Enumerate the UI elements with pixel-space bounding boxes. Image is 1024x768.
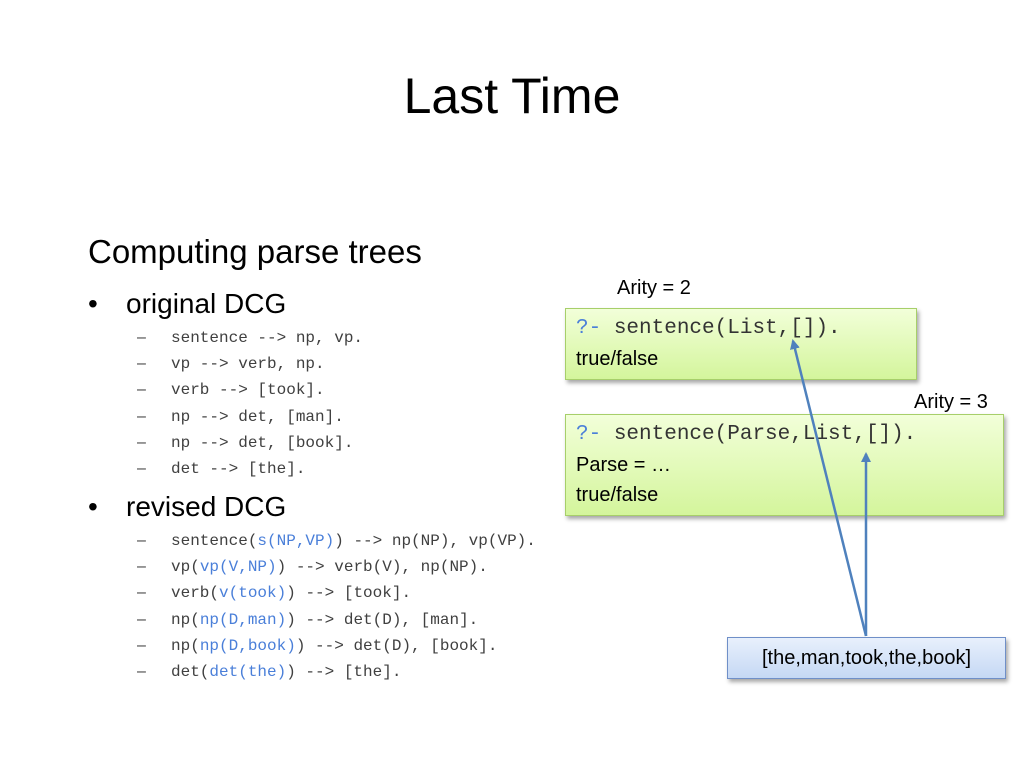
dcg-rule: – sentence --> np, vp. bbox=[137, 325, 363, 351]
result-line: true/false bbox=[576, 484, 659, 506]
parse-line: Parse = … bbox=[576, 454, 672, 476]
dash-glyph: – bbox=[137, 459, 146, 477]
section-heading: Computing parse trees bbox=[88, 233, 422, 270]
rule-text: verb( bbox=[171, 584, 220, 603]
bullet-glyph: • bbox=[88, 491, 98, 522]
original-dcg-rules: – sentence --> np, vp. – vp --> verb, np. – v… bbox=[137, 325, 363, 482]
rule-text: np --> det, [man]. bbox=[171, 407, 344, 426]
dcg-rule: – det(det(the)) --> [the]. bbox=[137, 659, 536, 685]
bullet-revised-dcg: • revised DCG bbox=[88, 491, 286, 523]
rule-text: ) --> det(D), [man]. bbox=[286, 610, 479, 629]
dcg-rule: – vp --> verb, np. bbox=[137, 351, 363, 377]
dcg-rule: – verb --> [took]. bbox=[137, 377, 363, 403]
rule-text: det( bbox=[171, 662, 210, 681]
dash-glyph: – bbox=[137, 355, 146, 373]
dash-glyph: – bbox=[137, 558, 146, 576]
rule-text: ) --> np(NP), vp(VP). bbox=[334, 532, 536, 550]
dcg-rule: – sentence(s(NP,VP)) --> np(NP), vp(VP). bbox=[137, 528, 536, 554]
dash-glyph: – bbox=[137, 532, 146, 549]
parse-tree-arg: vp(V,NP) bbox=[199, 558, 277, 577]
dcg-rule: – verb(v(took)) --> [took]. bbox=[137, 580, 536, 606]
word-list-box: [the,man,took,the,book] bbox=[727, 637, 1006, 679]
arity-3-query-box: ?- sentence(Parse,List,[]). Parse = … tr… bbox=[565, 414, 1004, 516]
rule-text: det --> [the]. bbox=[171, 459, 306, 478]
parse-tree-arg: det(the) bbox=[209, 662, 287, 681]
dash-glyph: – bbox=[137, 610, 146, 628]
prolog-prompt: ?- bbox=[576, 423, 602, 446]
query-line: ?- sentence(Parse,List,[]). bbox=[576, 420, 993, 450]
dash-glyph: – bbox=[137, 584, 146, 602]
query-text: sentence(Parse,List,[]). bbox=[601, 423, 917, 446]
bullet-label: revised DCG bbox=[126, 491, 287, 522]
query-text: sentence(List,[]). bbox=[601, 317, 841, 340]
parse-tree-arg: s(NP,VP) bbox=[257, 532, 335, 550]
rule-text: sentence( bbox=[171, 532, 258, 550]
rule-text: verb --> [took]. bbox=[171, 381, 325, 400]
prolog-prompt: ?- bbox=[576, 317, 602, 340]
dash-glyph: – bbox=[137, 433, 146, 451]
parse-tree-arg: np(D,man) bbox=[199, 610, 287, 629]
rule-text: vp( bbox=[171, 558, 200, 577]
rule-text: np( bbox=[171, 610, 200, 629]
rule-text: ) --> det(D), [book]. bbox=[295, 636, 498, 655]
rule-text: np --> det, [book]. bbox=[171, 433, 354, 452]
rule-text: sentence --> np, vp. bbox=[171, 329, 364, 347]
dcg-rule: – np(np(D,book)) --> det(D), [book]. bbox=[137, 633, 536, 659]
arrow-to-arity-2 bbox=[790, 339, 868, 637]
dcg-rule: – np --> det, [book]. bbox=[137, 430, 363, 456]
dcg-rule: – np(np(D,man)) --> det(D), [man]. bbox=[137, 607, 536, 633]
bullet-original-dcg: • original DCG bbox=[88, 288, 286, 320]
dcg-rule: – np --> det, [man]. bbox=[137, 404, 363, 430]
query-line: ?- sentence(List,[]). bbox=[576, 314, 906, 344]
dcg-rule: – vp(vp(V,NP)) --> verb(V), np(NP). bbox=[137, 554, 536, 580]
rule-text: ) --> [the]. bbox=[286, 662, 402, 681]
result-line: true/false bbox=[576, 348, 659, 370]
arity-2-query-box: ?- sentence(List,[]). true/false bbox=[565, 308, 917, 380]
dcg-rule: – det --> [the]. bbox=[137, 456, 363, 482]
slide-title: Last Time bbox=[403, 68, 621, 124]
revised-dcg-rules: –sentence(s(NP,VP)) --> np(NP), vp(VP).–… bbox=[137, 528, 536, 685]
rule-text: vp --> verb, np. bbox=[171, 355, 325, 374]
rule-text: ) --> verb(V), np(NP). bbox=[276, 558, 488, 577]
dash-glyph: – bbox=[137, 381, 146, 399]
dash-glyph: – bbox=[137, 662, 146, 680]
rule-text: ) --> [took]. bbox=[286, 584, 412, 603]
arity-3-label: Arity = 3 bbox=[914, 391, 988, 413]
dash-glyph: – bbox=[137, 636, 146, 654]
bullet-glyph: • bbox=[88, 288, 98, 319]
rule-text: np( bbox=[171, 636, 200, 655]
dash-glyph: – bbox=[137, 407, 146, 425]
parse-tree-arg: v(took) bbox=[219, 584, 287, 603]
dash-glyph: – bbox=[137, 329, 146, 346]
parse-tree-arg: np(D,book) bbox=[199, 636, 296, 655]
bullet-label: original DCG bbox=[126, 288, 287, 319]
arity-2-label: Arity = 2 bbox=[617, 277, 691, 299]
